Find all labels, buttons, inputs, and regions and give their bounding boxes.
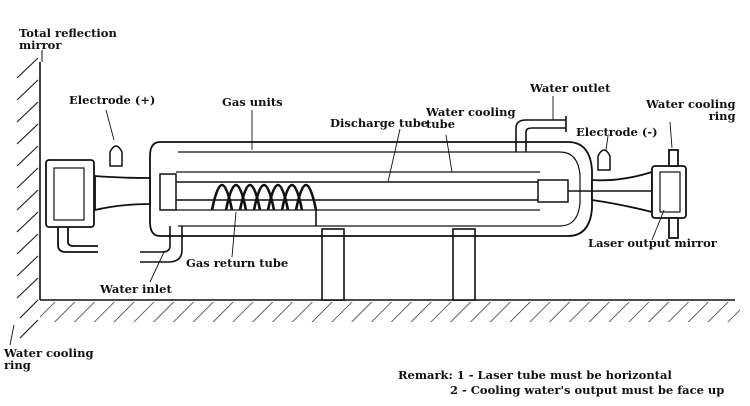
remark-note: Remark: 1 - Laser tube must be horizonta… [398,368,724,398]
water-outlet-pipe [515,116,567,152]
label-water-cooling-tube: Water cooling tube [426,105,516,131]
label-total-reflection-mirror: Total reflection mirror [19,26,117,52]
electrode-minus-icon [597,149,611,171]
label-electrode-minus: Electrode (-) [576,125,658,139]
label-water-cooling-ring-left: Water cooling ring [4,346,94,372]
water-inlet-pipe [140,226,183,263]
remark-line-2: 2 - Cooling water's output must be face … [450,383,725,397]
label-laser-output-mirror: Laser output mirror [588,236,717,250]
leader-lines [9,96,673,346]
right-mirror-holder [591,149,687,239]
label-electrode-plus: Electrode (+) [69,93,156,107]
label-discharge-tube: Discharge tube [330,116,429,130]
label-water-inlet: Water inlet [100,282,172,296]
electrode-plus-icon [109,145,123,167]
wall-and-floor [39,50,735,301]
left-mirror-holder [45,159,151,253]
label-water-outlet: Water outlet [530,81,611,95]
water-cooling-tube [176,171,540,211]
label-gas-units: Gas units [222,95,283,109]
floor-hatching [40,302,740,322]
remark-line-1: Remark: 1 - Laser tube must be horizonta… [398,368,672,382]
label-gas-return-tube: Gas return tube [186,256,289,270]
tube-supports [321,228,476,301]
discharge-tube [159,173,652,211]
outer-glass-body [149,141,593,237]
gas-return-coil [210,184,318,226]
label-water-cooling-ring-right: Water cooling ring [646,97,736,123]
wall-hatching [16,57,39,339]
